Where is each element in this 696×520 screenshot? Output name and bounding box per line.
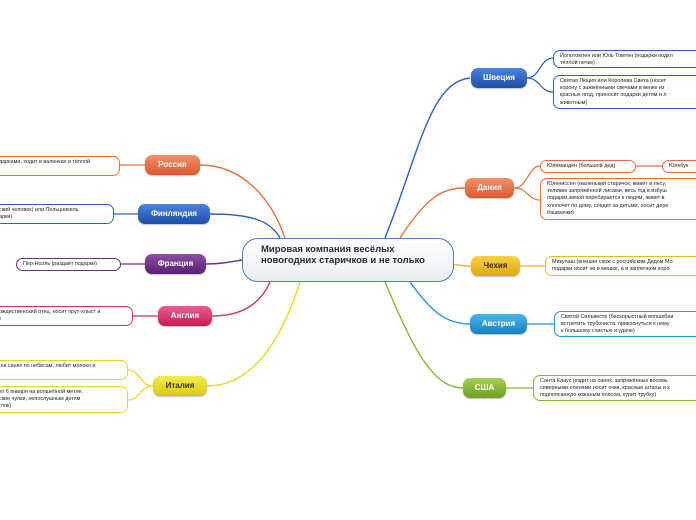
topic-usa[interactable]: США	[463, 378, 506, 398]
leaf-italy-babbo-natale[interactable]: на санях по небесам, любит молоко и	[0, 360, 128, 380]
link-usa	[384, 281, 464, 389]
leaf-russia-ded-moroz[interactable]: дарками, ходит в валенках и тёплой	[0, 156, 120, 176]
leaf-sweden-lucia[interactable]: Святая Люция или Королева Света (носит к…	[553, 75, 696, 109]
topic-czech[interactable]: Чехия	[471, 256, 520, 276]
topic-denmark[interactable]: Дания	[465, 178, 514, 198]
link-sweden-leaf2	[526, 77, 554, 93]
link-sweden	[384, 77, 471, 239]
leaf-finland-joulupukki[interactable]: ский человек) или Пельцникель арки)	[0, 204, 114, 224]
link-italy-leaf2	[127, 385, 154, 401]
topic-sweden[interactable]: Швеция	[471, 68, 527, 88]
topic-france[interactable]: Франция	[145, 254, 206, 274]
topic-italy[interactable]: Италия	[153, 376, 207, 396]
leaf-czech-mikulash[interactable]: Микулаш (внешне схож с российским Дедом …	[545, 256, 696, 276]
topic-russia[interactable]: Россия	[145, 155, 200, 175]
leaf-usa-santa-claus[interactable]: Санта Клаус (ездит на санях, запряжённых…	[533, 375, 696, 401]
leaf-italy-befana[interactable]: ет 6 января на волшебной метле, ские чул…	[0, 386, 128, 413]
topic-finland[interactable]: Финляндия	[138, 204, 210, 224]
link-england	[211, 281, 271, 317]
link-finland	[209, 213, 281, 239]
link-italy-leaf1	[127, 369, 154, 387]
leaf-denmark-julebuk[interactable]: Юлебук	[662, 160, 696, 173]
link-italy	[206, 281, 301, 387]
leaf-denmark-julenissen[interactable]: Юлениссен (маленький старичок, живёт в л…	[540, 178, 696, 220]
link-austria	[409, 281, 471, 325]
leaf-france-pere-noel[interactable]: Пер-Ноэль (раздаёт подарки)	[16, 258, 121, 271]
link-denmark	[399, 187, 466, 239]
leaf-england-father-christmas[interactable]: ождественский отец, носит прут-хлыст и )	[0, 306, 133, 326]
leaf-denmark-julemanden[interactable]: Юлеманден (большой дед)	[540, 160, 636, 173]
leaf-sweden-yolotomten[interactable]: Йолотомтен или Юль Томтен (подарки подкл…	[553, 50, 696, 68]
link-denmark-leaf2	[513, 187, 541, 201]
topic-austria[interactable]: Австрия	[470, 314, 527, 334]
leaf-austria-silvester[interactable]: Святой Сильвестр (бескорыстный волшебни …	[554, 311, 696, 337]
central-topic[interactable]: Мировая компания весёлых новогодних стар…	[242, 238, 454, 282]
link-russia	[199, 164, 286, 239]
topic-england[interactable]: Англия	[158, 306, 212, 326]
link-denmark-leaf1	[513, 165, 541, 189]
link-sweden-leaf1	[526, 57, 554, 79]
link-france	[205, 259, 243, 265]
